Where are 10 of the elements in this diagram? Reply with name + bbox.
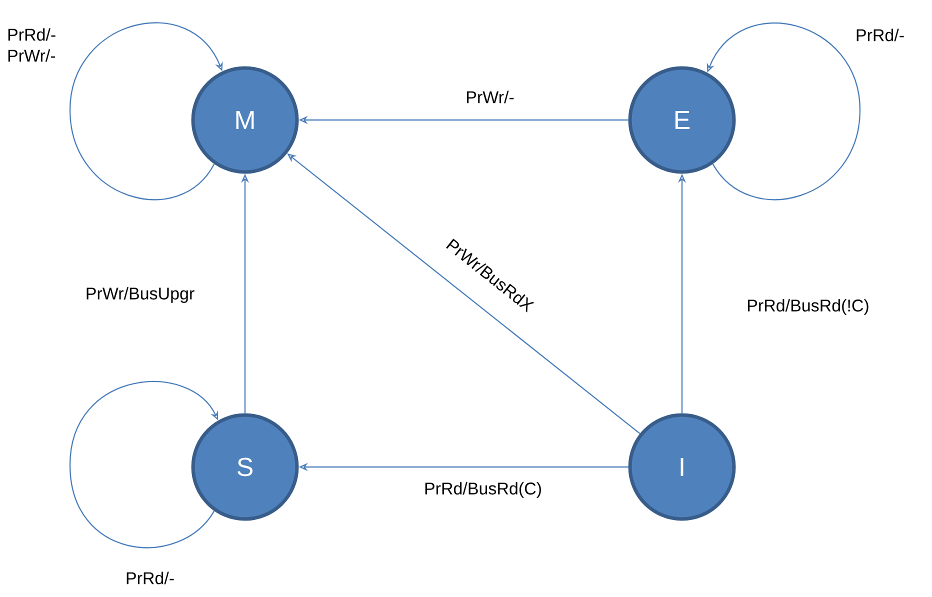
edge-label: PrWr/- — [464, 89, 516, 105]
self-loop-arrow — [69, 381, 218, 548]
edge-label: PrWr/BusUpgr — [84, 286, 196, 304]
edge-label: PrRd/BusRd(C) — [422, 480, 544, 500]
edge-label: PrRd/- PrWr/- — [6, 26, 70, 64]
edge-label: PrRd/- — [124, 570, 176, 586]
self-loop-arrow — [706, 22, 861, 200]
self-loop-arrow — [69, 22, 223, 200]
edge-label: PrRd/BusRd(!C) — [745, 298, 871, 316]
edge-label: PrRd/- — [854, 27, 906, 43]
